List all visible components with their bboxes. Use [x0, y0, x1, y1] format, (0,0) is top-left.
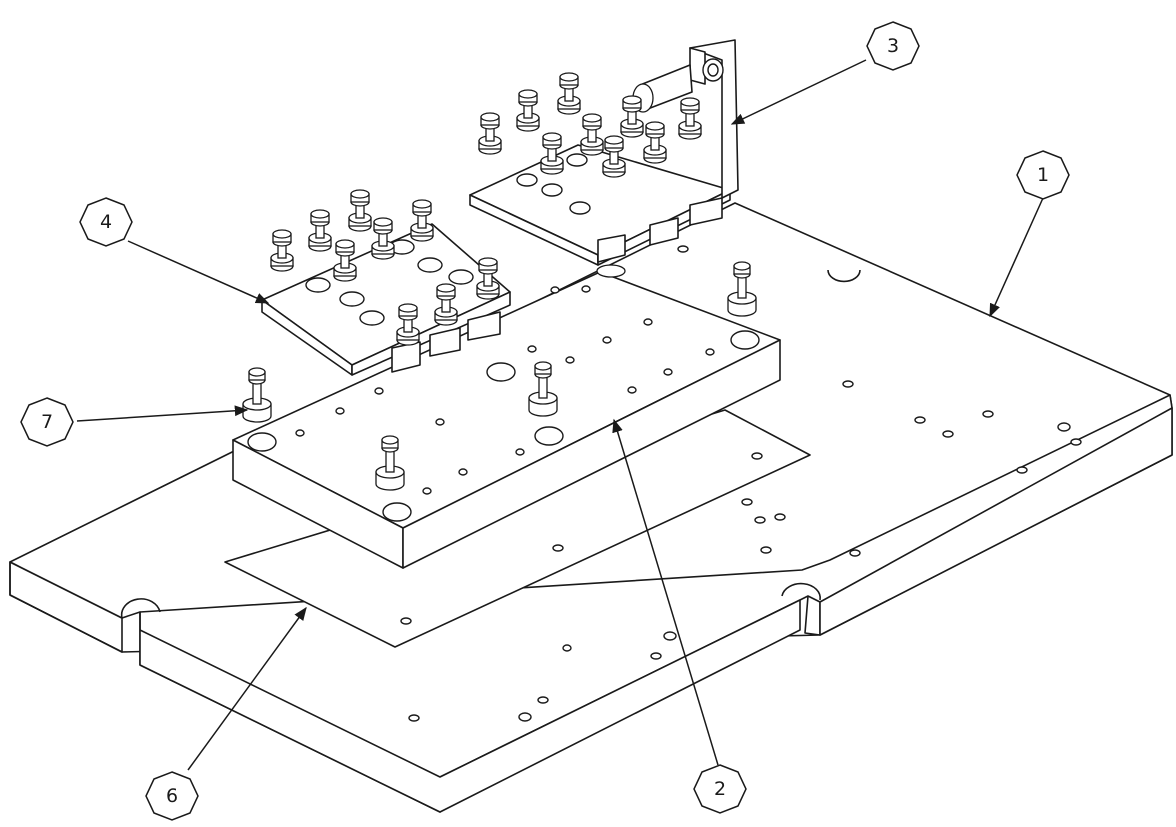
- callout-7: 7: [20, 397, 74, 447]
- callout-4: 4: [79, 197, 133, 247]
- callout-7-label: 7: [41, 411, 53, 433]
- callout-2-label: 2: [714, 778, 726, 800]
- callout-1: 1: [1016, 150, 1070, 200]
- leader-lines: [76, 59, 1044, 771]
- callout-1-label: 1: [1037, 164, 1049, 186]
- callout-6: 6: [145, 771, 199, 821]
- callout-3: 3: [866, 21, 920, 71]
- terminal-block-right: [469, 39, 739, 278]
- callout-4-label: 4: [100, 211, 112, 233]
- raised-block: [232, 271, 781, 569]
- callout-2: 2: [693, 764, 747, 814]
- callout-6-label: 6: [166, 785, 178, 807]
- terminal-block-left: [261, 189, 511, 376]
- callout-3-label: 3: [887, 35, 899, 57]
